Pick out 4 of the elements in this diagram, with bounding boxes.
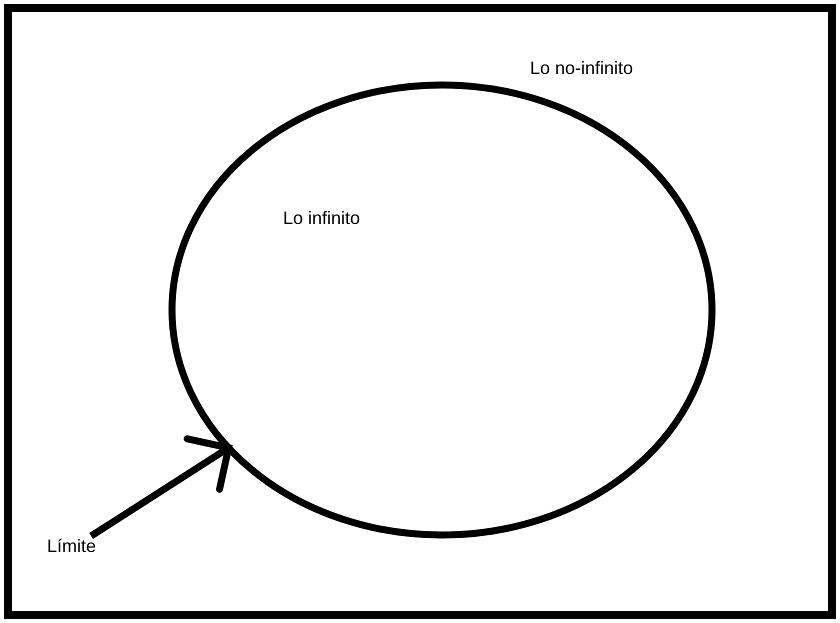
node-label: Lo infinito: [283, 208, 360, 230]
frame-box: [4, 4, 836, 619]
node-label: Límite: [47, 536, 96, 558]
node-label: Lo no-infinito: [530, 58, 634, 80]
